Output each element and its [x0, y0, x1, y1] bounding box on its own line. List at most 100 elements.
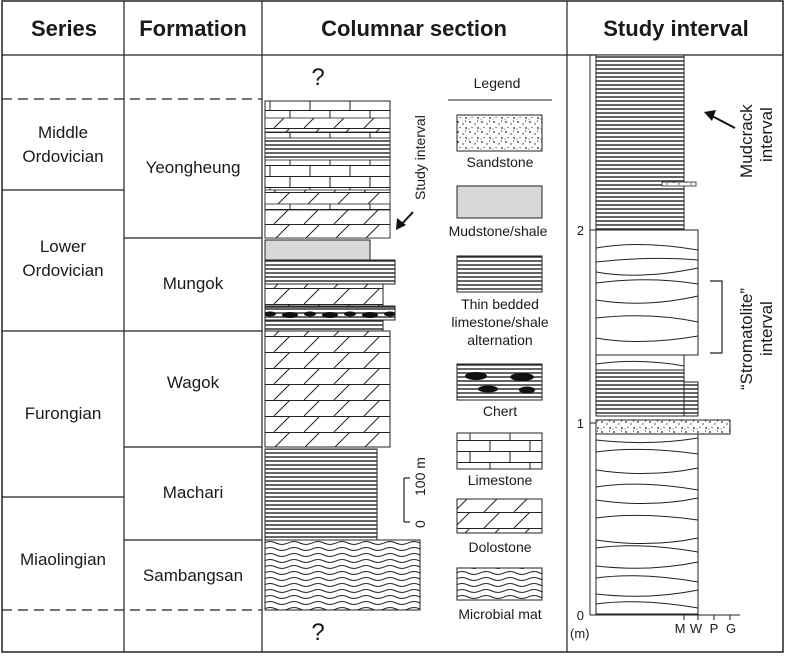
sambangsan-microbial: [264, 539, 421, 611]
log-mudcrack-bed: [661, 181, 697, 187]
header-study: Study interval: [603, 16, 748, 41]
legend-label-mudstone: Mudstone/shale: [449, 223, 548, 239]
log-lower-interval: [595, 433, 699, 615]
arrow-head-icon: [396, 218, 406, 230]
log-wavy-bed: [595, 545, 699, 553]
series-lower-ordovician-l2: Ordovician: [22, 261, 103, 280]
yeongheung-dolostone-beds: [264, 209, 391, 239]
mudcrack-label-1: Mudcrack: [737, 104, 756, 178]
legend-label-limestone: Limestone: [468, 472, 533, 488]
log-wavy-bed: [595, 575, 699, 583]
mungok-thin-beds: [264, 259, 396, 285]
log-stromatolite-interval: [595, 229, 699, 356]
legend: Legend Sandstone Mudstone/shale Thin bed…: [448, 75, 552, 622]
formation-yeongheung: Yeongheung: [146, 158, 241, 177]
study-interval-log: [595, 54, 731, 615]
yeongheung-thin-beds: [264, 137, 391, 161]
scale-bar-label-bottom: 0: [412, 520, 428, 528]
header-formation: Formation: [139, 16, 247, 41]
log-wavy-bed: [595, 589, 699, 597]
legend-label-microbial: Microbial mat: [458, 606, 541, 622]
legend-label-thin-bedded-1: Thin bedded: [461, 296, 539, 312]
log-wavy-bed: [595, 467, 699, 475]
mungok-mudstone: [264, 239, 371, 261]
legend-label-dolostone: Dolostone: [468, 539, 531, 555]
log-wavy-bed: [595, 514, 699, 521]
stromatolite-label-1: “Stromatolite”: [737, 288, 756, 390]
series-lower-ordovician-l1: Lower: [40, 237, 87, 256]
columnar-section: [264, 100, 421, 611]
log-thin-step: [683, 381, 699, 417]
log-wavy-bed: [595, 295, 699, 304]
header-columnar: Columnar section: [321, 16, 507, 41]
log-wavy-bed: [595, 279, 699, 285]
arrow-head-icon: [704, 110, 716, 121]
log-wavy-bed: [595, 243, 699, 251]
depth-tick-label-0: 0: [577, 608, 584, 623]
chert-nodule-icon: [465, 372, 487, 380]
legend-title: Legend: [474, 75, 521, 91]
series-middle-ordovician-l2: Ordovician: [22, 147, 103, 166]
legend-label-thin-bedded-3: alternation: [467, 332, 532, 348]
depth-tick-label-1: 1: [577, 416, 584, 431]
log-sandstone-bed: [595, 419, 731, 435]
question-mark-bottom: ?: [311, 619, 324, 646]
mudcrack-label-2: interval: [757, 107, 776, 162]
mudcrack-arrow: [711, 115, 736, 129]
chert-nodule-icon: [519, 386, 535, 394]
formation-wagok: Wagok: [167, 373, 220, 392]
legend-swatch-thin-bedded: [456, 255, 543, 293]
legend-swatch-sandstone: [456, 114, 543, 152]
mungok-thin-beds: [264, 319, 384, 332]
grain-label-g: G: [726, 621, 736, 636]
depth-unit: (m): [570, 626, 590, 641]
question-mark-top: ?: [311, 64, 324, 91]
mungok-dolostone: [264, 283, 384, 307]
study-interval-callout: Study interval: [412, 115, 428, 200]
header-series: Series: [31, 16, 97, 41]
log-wavy-bed: [595, 437, 699, 444]
legend-swatch-chert: [456, 363, 543, 401]
chert-nodule-icon: [510, 373, 534, 381]
grain-label-m: M: [675, 621, 686, 636]
log-wavy-bed: [595, 267, 699, 276]
depth-tick-label-2: 2: [577, 223, 584, 238]
grain-label-w: W: [690, 621, 703, 636]
stromatolite-bracket: [710, 280, 723, 354]
formation-machari: Machari: [163, 483, 223, 502]
series-furongian: Furongian: [25, 404, 102, 423]
log-middle-thin-beds: [595, 369, 685, 417]
log-wavy-bed: [595, 315, 699, 323]
chert-nodule-icon: [478, 385, 498, 393]
log-wavy-bed: [595, 257, 699, 263]
log-wavy-bed: [595, 483, 699, 491]
grain-label-p: P: [710, 621, 719, 636]
scale-bar-label-top: 100 m: [412, 457, 428, 496]
mungok-chert: [264, 305, 396, 321]
series-miaolingian: Miaolingian: [20, 550, 106, 569]
machari-thin-beds: [264, 448, 378, 541]
legend-label-thin-bedded-2: limestone/shale: [451, 314, 548, 330]
log-wavy-bed: [595, 561, 699, 569]
log-wavy-bed: [595, 448, 699, 455]
legend-swatch-dolostone: [456, 498, 543, 534]
log-wavy-bed: [595, 537, 699, 545]
log-wavy-bed: [595, 497, 699, 505]
wagok-dolostone: [264, 330, 391, 448]
log-wavy-bed: [595, 360, 685, 367]
log-wavy-bed: [595, 601, 699, 609]
legend-label-sandstone: Sandstone: [467, 154, 534, 170]
legend-swatch-microbial: [456, 567, 543, 601]
formation-mungok: Mungok: [163, 274, 224, 293]
log-upper-thin-beds: [595, 54, 685, 231]
log-wavy-bed: [595, 335, 699, 343]
stromatolite-label-2: interval: [757, 301, 776, 356]
legend-label-chert: Chert: [483, 403, 517, 419]
series-middle-ordovician-l1: Middle: [38, 123, 88, 142]
legend-swatch-limestone: [456, 432, 543, 470]
formation-sambangsan: Sambangsan: [143, 566, 243, 585]
yeongheung-dolostone-beds: [264, 117, 391, 133]
yeongheung-dolostone-beds: [264, 189, 391, 205]
